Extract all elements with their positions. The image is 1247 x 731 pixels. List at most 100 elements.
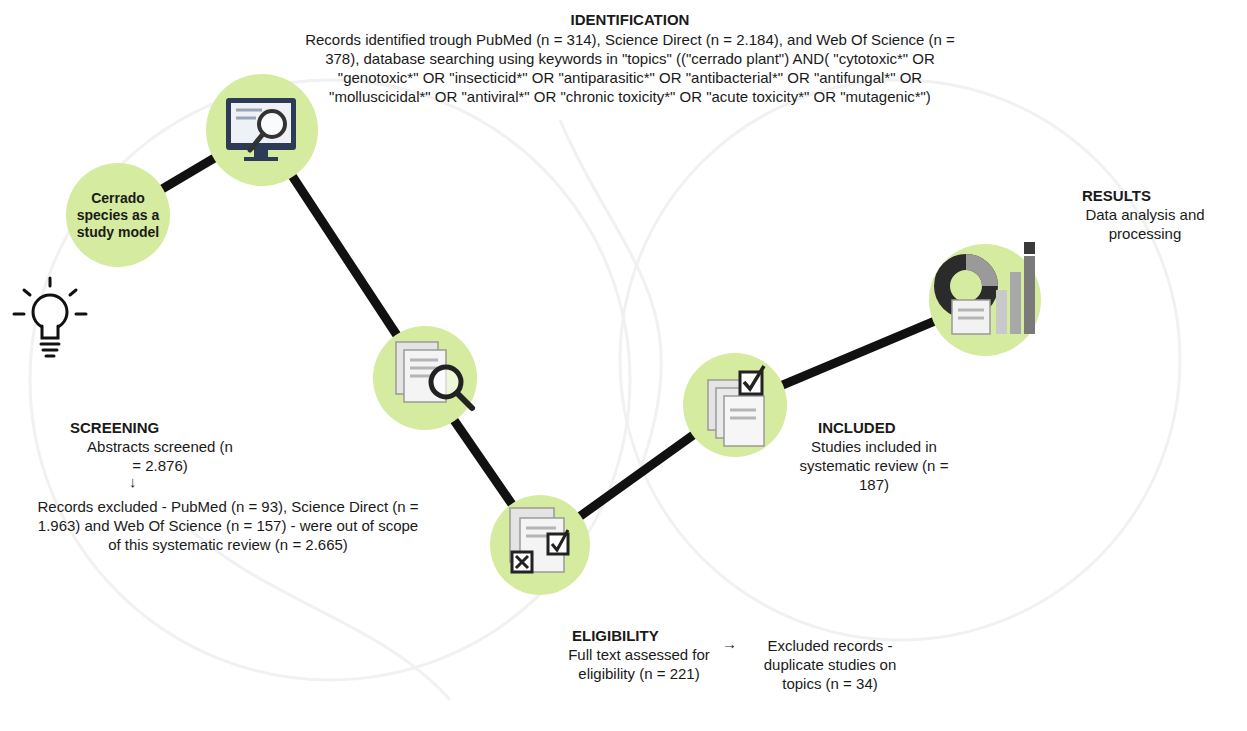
excluded-note: Excluded records - duplicate studies on … [745, 636, 915, 693]
circle-fill [66, 163, 170, 267]
icon-part [730, 409, 756, 412]
stage-circle: RESULTSData analysis and processing [929, 244, 1041, 356]
connector-stroke [163, 158, 214, 188]
flow-arrow-symbol: → [722, 634, 744, 653]
flow-arrow-symbol: ↓ [129, 472, 149, 491]
icon-part [516, 556, 528, 568]
search-documents-icon [396, 342, 472, 408]
icon-part [226, 98, 296, 150]
stage-body: Full text assessed for eligibility (n = … [558, 645, 720, 683]
stage-heading: RESULTS [1082, 186, 1192, 205]
stage-circle: INCLUDEDStudies included in systematic r… [683, 353, 787, 457]
icon-part [46, 355, 54, 358]
icon-part [236, 117, 256, 120]
icon-part [457, 393, 472, 408]
stage-heading: SCREENING [70, 418, 200, 437]
circle-fill [490, 495, 590, 595]
included-documents-icon [708, 366, 764, 446]
icon-part [410, 367, 438, 370]
icon-part [548, 534, 568, 554]
connector-stroke [581, 435, 693, 516]
eligibility-documents-icon [510, 508, 568, 572]
icon-part [1024, 256, 1035, 334]
circle-fill [373, 326, 477, 430]
node-text: Cerrado species as a study model [70, 190, 166, 241]
icon-part [43, 349, 57, 352]
circle-shape [373, 326, 477, 430]
connector-stroke [783, 322, 933, 385]
icon-part [33, 295, 67, 329]
icon-part [42, 326, 58, 338]
icon-part [410, 375, 430, 378]
icon-part [1010, 272, 1021, 334]
monitor-icon [226, 98, 296, 161]
circle-fill [683, 353, 787, 457]
results-chart-icon [942, 242, 1035, 334]
stage-body: Studies included in systematic review (n… [796, 437, 952, 494]
icon-part [1024, 242, 1035, 254]
icon-part [24, 290, 30, 295]
icon-part [958, 317, 984, 320]
stage-circle: ELIGIBILITYFull text assessed for eligib… [490, 495, 590, 595]
icon-part [250, 134, 263, 150]
start-circle: Cerrado species as a study model [66, 163, 170, 267]
icon-part [30, 80, 630, 680]
icon-part [259, 111, 285, 137]
icon-part [724, 396, 764, 446]
icon-part [396, 342, 438, 394]
icon-part [254, 150, 268, 158]
icon-part [552, 530, 568, 550]
icon-part [76, 313, 86, 316]
circle-fill [929, 244, 1041, 356]
icon-part [526, 527, 556, 530]
icon-part [560, 120, 661, 470]
circle-shape [683, 353, 787, 457]
circle-shape [206, 74, 318, 186]
icon-part [740, 372, 762, 394]
icon-part [49, 278, 52, 286]
circle-fill [206, 74, 318, 186]
watermark-shapes [30, 80, 1180, 700]
lightbulb-icon [14, 278, 86, 356]
icon-part [231, 103, 291, 143]
icon-part [520, 518, 564, 572]
stage-circle: IDENTIFICATIONRecords identified trough … [206, 74, 318, 186]
icon-part [244, 157, 278, 161]
connector-line [783, 322, 933, 385]
connector-stroke [293, 177, 397, 335]
icon-part [716, 388, 756, 438]
connector-line [293, 177, 397, 335]
icon-part [14, 313, 24, 316]
icon-part [730, 417, 756, 420]
icon-part [404, 350, 446, 402]
stage-heading: IDENTIFICATION [305, 10, 955, 29]
icon-part [952, 300, 990, 334]
stage-body: Data analysis and processing [1072, 205, 1218, 243]
icon-part [942, 262, 990, 310]
icon-part [41, 343, 59, 346]
icon-part [510, 508, 554, 562]
connector-stroke [454, 421, 511, 504]
stage-heading: INCLUDED [818, 418, 928, 437]
connector-line [454, 421, 511, 504]
icon-part [236, 109, 262, 112]
stage-body: Records excluded - PubMed (n = 93), Scie… [33, 497, 423, 554]
icon-part [996, 290, 1007, 334]
stage-heading: ELIGIBILITY [572, 626, 702, 645]
stage-body: Abstracts screened (n = 2.876) [85, 437, 235, 475]
stage-circle: SCREENINGAbstracts screened (n = 2.876)R… [373, 326, 477, 430]
stage-body: Records identified trough PubMed (n = 31… [305, 30, 955, 106]
icon-part [958, 309, 984, 312]
icon-part [410, 359, 438, 362]
icon-part [512, 552, 532, 572]
icon-part [744, 366, 764, 389]
icon-part [526, 535, 556, 538]
icon-part [70, 290, 76, 295]
connector-line [163, 158, 214, 188]
icon-part [431, 367, 461, 397]
circle-shape [929, 244, 1041, 356]
